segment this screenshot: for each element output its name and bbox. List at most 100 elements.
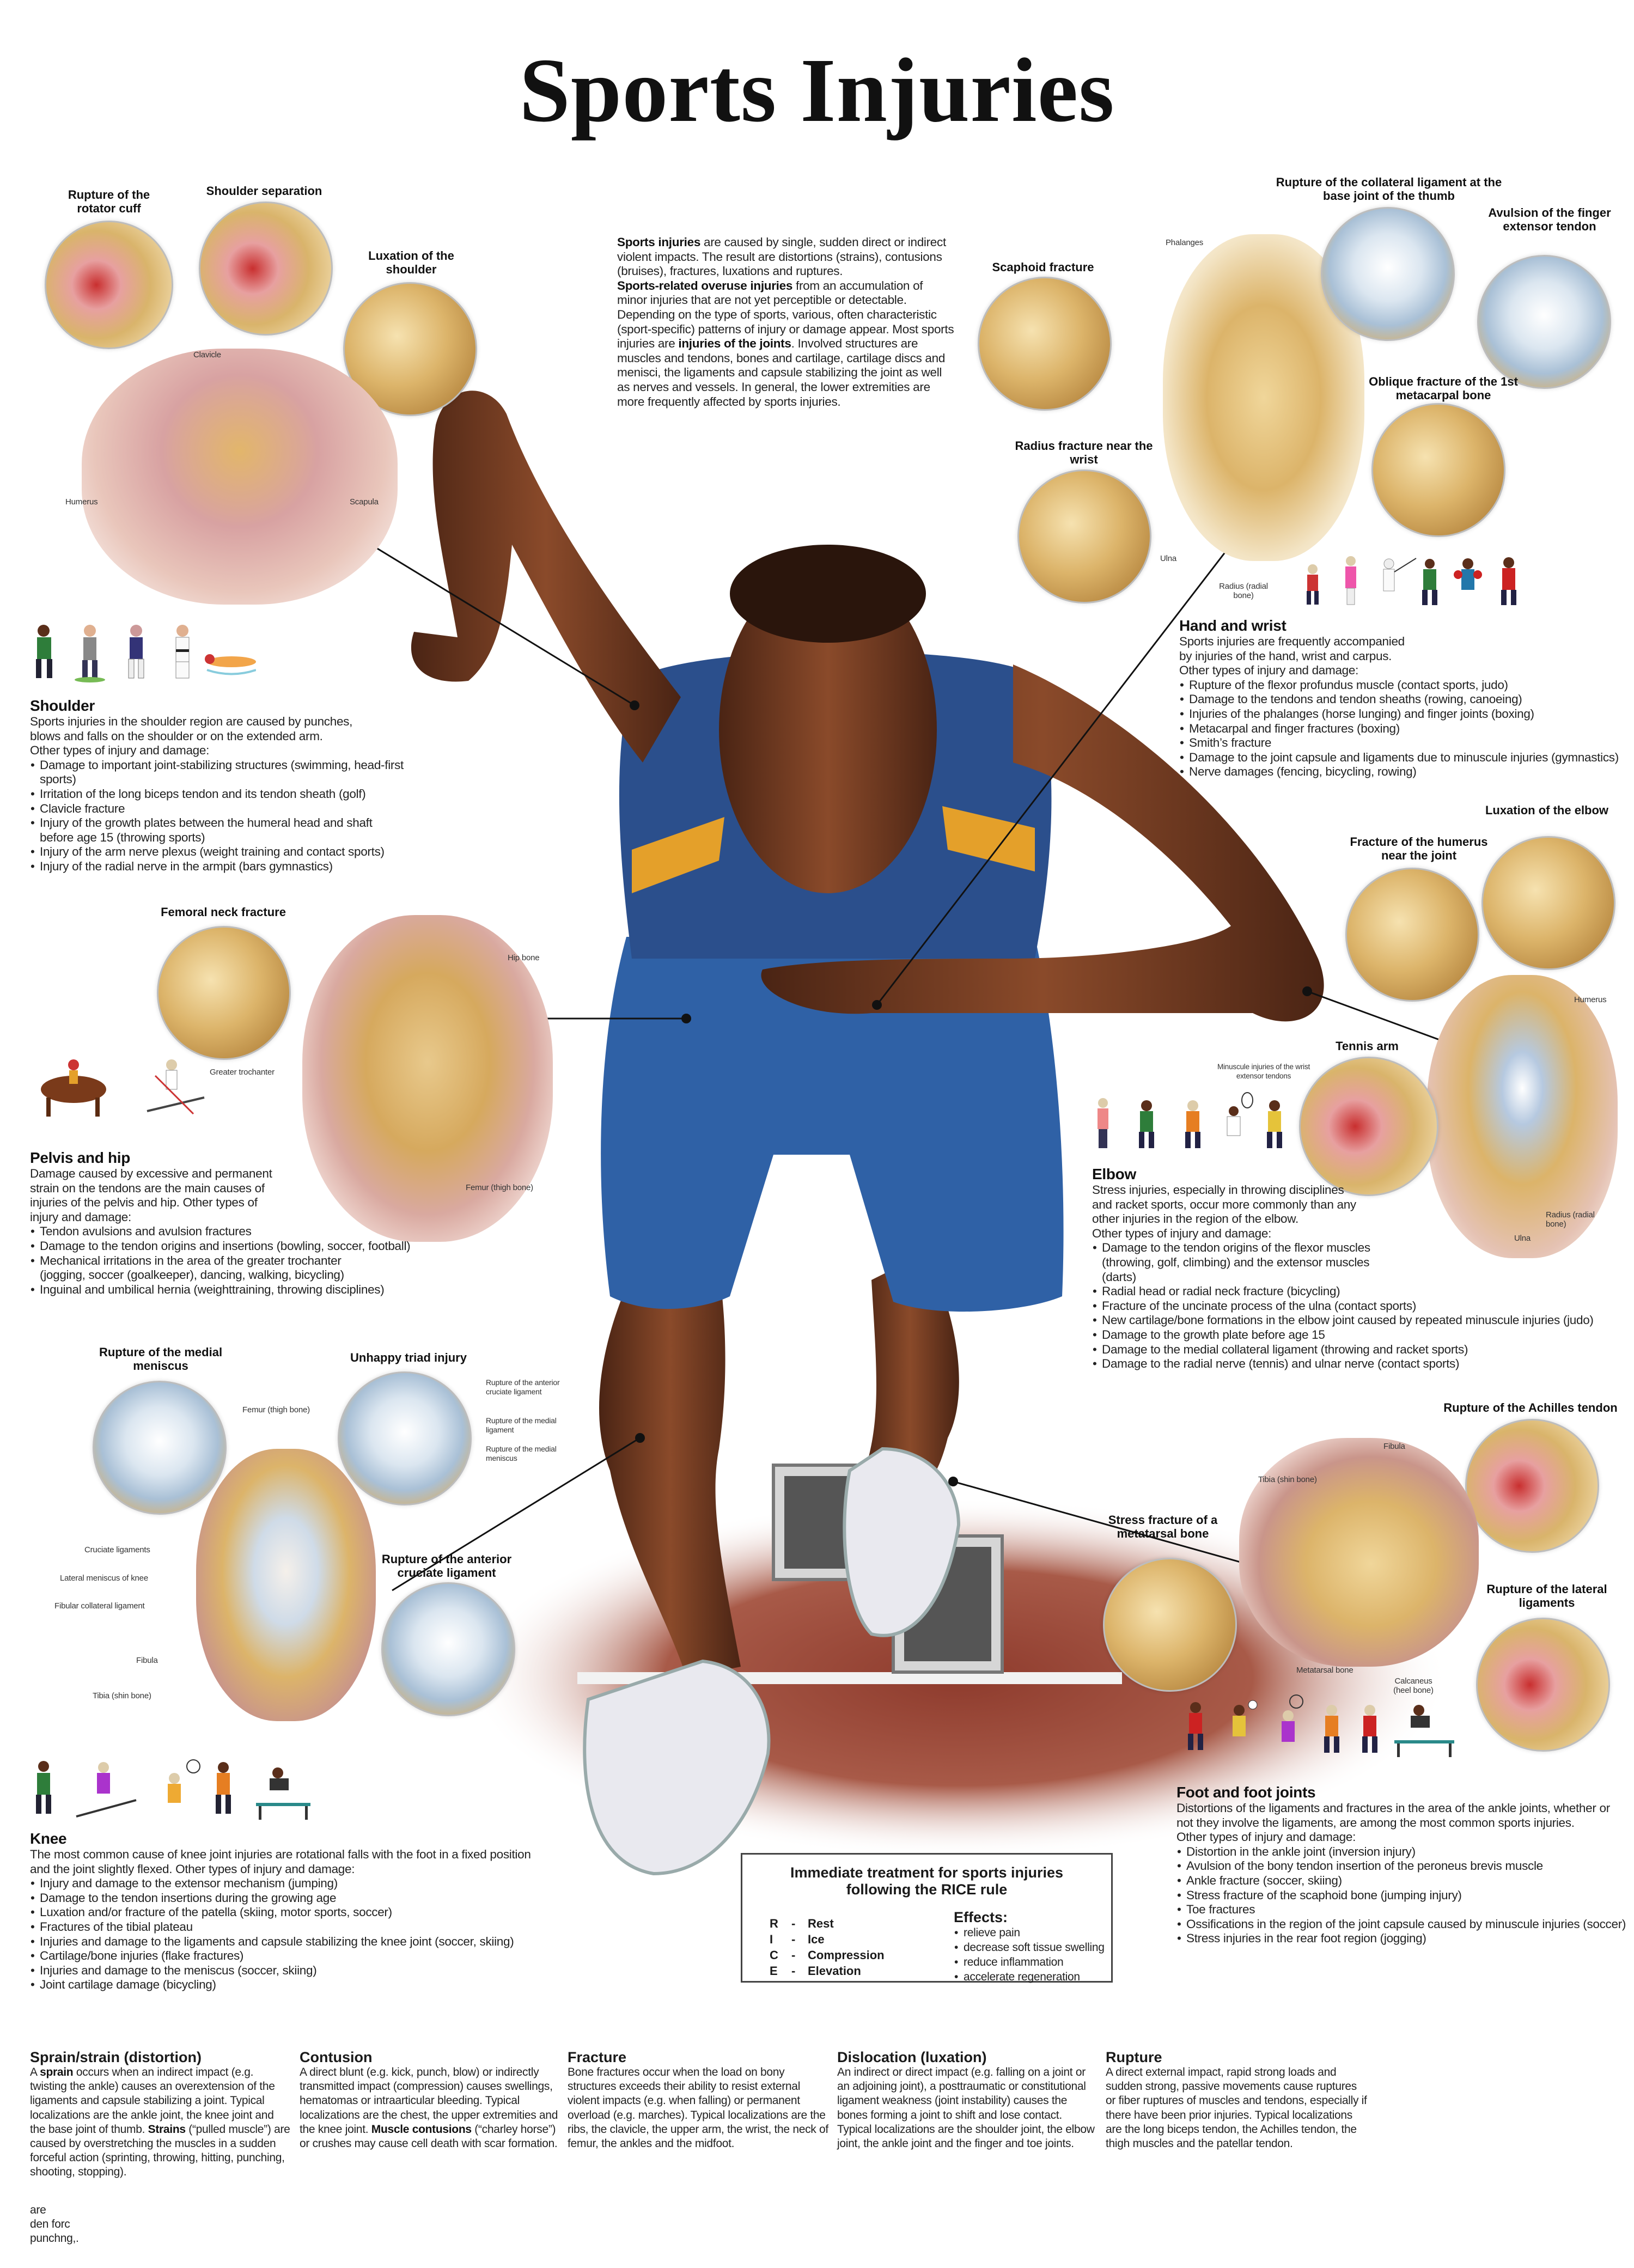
sport-pictogram: [1233, 1700, 1258, 1736]
achilles-rupture-inset: [1465, 1419, 1599, 1553]
list-item: Injury of the radial nerve in the armpit…: [31, 859, 432, 874]
foot-other: Other types of injury and damage:: [1176, 1830, 1356, 1844]
sport-pictogram: [256, 1767, 310, 1820]
label-hand-ulna: Ulna: [1160, 554, 1177, 563]
label-tibia: Tibia (shin bone): [93, 1691, 151, 1700]
label-hip-bone: Hip bone: [508, 953, 540, 962]
list-item: Fracture of the uncinate process of the …: [1093, 1299, 1626, 1314]
elbow-heading: Elbow: [1092, 1166, 1136, 1182]
sport-pictogram: [1188, 1702, 1203, 1750]
list-item: New cartilage/bone formations in the elb…: [1093, 1313, 1626, 1328]
list-item: Injury of the arm nerve plexus (weight t…: [31, 845, 432, 859]
sport-pictogram: [147, 1059, 205, 1115]
sport-pictogram: [1185, 1100, 1200, 1148]
list-item: Injuries and damage to the ligaments and…: [31, 1935, 536, 1949]
rice-effects: Effects: relieve pain decrease soft tiss…: [954, 1909, 1105, 1984]
rice-letter: I: [770, 1932, 773, 1946]
text-span: (“charley horse”) or crushes may cause c…: [300, 2123, 558, 2150]
sport-pictogram: [75, 625, 105, 682]
list-item: Stress fracture of the scaphoid bone (ju…: [1177, 1888, 1629, 1903]
effects-list: relieve pain decrease soft tissue swelli…: [954, 1925, 1105, 1984]
fragment-line: punchng,.: [30, 2232, 79, 2245]
callout-scaphoid-fracture: Scaphoid fracture: [992, 260, 1094, 274]
sport-pictogram: [1394, 1705, 1454, 1757]
sport-pictogram: [1345, 556, 1356, 605]
list-item: Radial head or radial neck fracture (bic…: [1093, 1284, 1626, 1299]
callout-humerus-fracture: Fracture of the humerus near the joint: [1350, 835, 1488, 862]
text-span: (“pulled muscle”) are caused by overstre…: [30, 2123, 290, 2179]
pelvis-intro: Damage caused by excessive and permanent…: [30, 1167, 272, 1224]
intro-bold: Sports injuries: [617, 235, 701, 249]
callout-unhappy-triad: Unhappy triad injury: [350, 1351, 467, 1364]
list-item: Nerve damages (fencing, bicycling, rowin…: [1180, 765, 1626, 779]
definition-text: A sprain occurs when an indirect impact …: [30, 2065, 291, 2180]
athlete-shorts: [601, 937, 1064, 1312]
definition-sprain: Sprain/strain (distortion) A sprain occu…: [30, 2049, 291, 2180]
rice-word: Compression: [808, 1948, 885, 1962]
callout-radius-fracture: Radius fracture near the wrist: [1015, 439, 1153, 466]
foot-list: Distortion in the ankle joint (inversion…: [1176, 1845, 1629, 1946]
list-item: Damage to the tendon insertions during t…: [31, 1891, 536, 1906]
text-span: occurs when an indirect impact (e.g. twi…: [30, 2066, 275, 2136]
sport-pictogram: [168, 1759, 200, 1803]
rice-dash: -: [791, 1948, 796, 1962]
list-item: Damage to the joint capsule and ligament…: [1180, 751, 1626, 765]
foot-heading: Foot and foot joints: [1176, 1784, 1316, 1801]
knee-anatomy-illustration: [196, 1449, 376, 1721]
rice-dash: -: [791, 1964, 796, 1978]
list-item: Distortion in the ankle joint (inversion…: [1177, 1845, 1629, 1859]
knee-heading: Knee: [30, 1830, 67, 1847]
athlete-right-leg: [861, 1253, 959, 1503]
callout-elbow-luxation: Luxation of the elbow: [1485, 803, 1609, 817]
text-span: A direct blunt (e.g. kick, punch, blow) …: [300, 2066, 558, 2136]
pelvis-heading: Pelvis and hip: [30, 1149, 131, 1166]
hand-intro: Sports injuries are frequently accompani…: [1179, 635, 1405, 663]
metacarpal-fracture-inset: [1371, 403, 1505, 537]
definition-heading: Rupture: [1106, 2049, 1162, 2065]
intro-bold: injuries of the joints: [678, 337, 791, 351]
list-item: Toe fractures: [1177, 1903, 1629, 1917]
acl-rupture-inset: [381, 1582, 515, 1716]
foot-intro: Distortions of the ligaments and fractur…: [1176, 1801, 1610, 1830]
list-item: Damage to the radial nerve (tennis) and …: [1093, 1357, 1626, 1371]
list-item: reduce inflammation: [954, 1955, 1105, 1970]
rice-title: Immediate treatment for sports injuries …: [790, 1864, 1064, 1898]
rice-steps: R-Rest I-Ice C-Compression E-Elevation: [770, 1916, 885, 1979]
medial-meniscus-inset: [93, 1381, 227, 1515]
definition-heading: Sprain/strain (distortion): [30, 2049, 202, 2065]
rice-step: R-Rest: [770, 1916, 885, 1931]
elbow-anatomy-illustration: [1427, 975, 1618, 1258]
definition-text: An indirect or direct impact (e.g. falli…: [837, 2066, 1095, 2150]
text-bold: sprain: [40, 2066, 74, 2078]
rice-dash: -: [791, 1917, 796, 1930]
text-bold: Strains: [148, 2123, 186, 2136]
stray-text-fragment: are den forc punchng,.: [30, 2203, 79, 2246]
callout-metacarpal-fracture: Oblique fracture of the 1st metacarpal b…: [1369, 375, 1518, 402]
list-item: Ossifications in the region of the joint…: [1177, 1917, 1629, 1932]
hand-section: Hand and wrist Sports injuries are frequ…: [1179, 617, 1626, 779]
sport-pictogram: [36, 1761, 51, 1814]
label-elbow-humerus: Humerus: [1574, 995, 1607, 1004]
athlete-left-leg: [599, 1253, 741, 1678]
shoulder-other: Other types of injury and damage:: [30, 743, 210, 758]
label-hand-radius: Radius (radial bone): [1219, 582, 1268, 600]
label-clavicle: Clavicle: [193, 350, 221, 359]
label-metatarsal: Metatarsal bone: [1296, 1666, 1353, 1675]
sport-pictogram: [1307, 564, 1319, 605]
list-item: relieve pain: [954, 1925, 1105, 1940]
elbow-sport-pictograms: [1098, 1092, 1282, 1148]
rotator-cuff-inset: [45, 221, 173, 349]
rice-step: E-Elevation: [770, 1963, 885, 1979]
callout-metatarsal-stress-fracture: Stress fracture of a metatarsal bone: [1108, 1513, 1218, 1540]
definition-heading: Dislocation (luxation): [837, 2049, 987, 2065]
list-item: Damage to the tendons and tendon sheaths…: [1180, 692, 1626, 707]
hand-heading: Hand and wrist: [1179, 617, 1287, 634]
sport-pictogram: [1383, 558, 1417, 592]
list-item: Injury and damage to the extensor mechan…: [31, 1876, 536, 1891]
callout-tennis-arm: Tennis arm: [1336, 1039, 1399, 1053]
list-item: Luxation and/or fracture of the patella …: [31, 1905, 536, 1920]
definition-dislocation: Dislocation (luxation) An indirect or di…: [837, 2049, 1099, 2151]
knee-list: Injury and damage to the extensor mechan…: [30, 1876, 536, 1992]
athlete-left-arm: [411, 391, 681, 763]
